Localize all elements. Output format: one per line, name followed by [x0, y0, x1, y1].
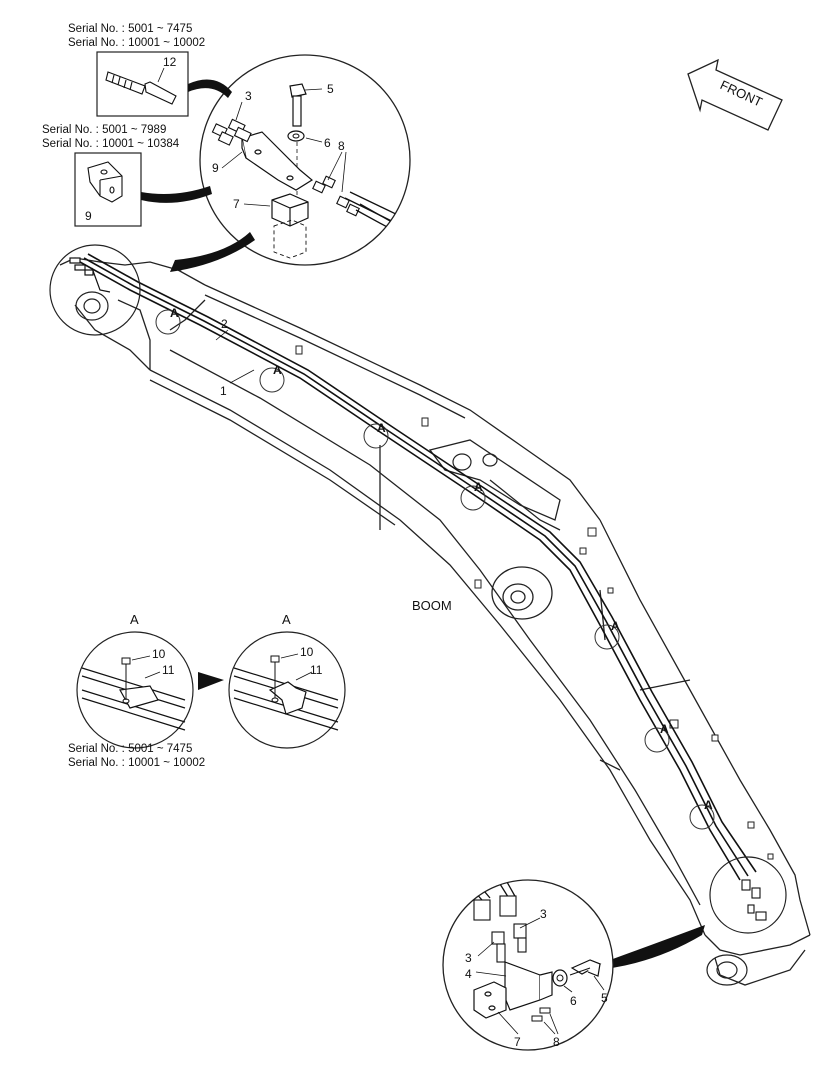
end-fittings-bottom	[741, 879, 767, 921]
part-number-3: 3	[245, 89, 252, 103]
pipe-lines	[79, 253, 757, 881]
lower-detail-parts	[459, 880, 602, 1022]
clamp-arrow-icon	[198, 672, 224, 690]
boom-lugs	[174, 261, 774, 860]
bolt-5	[289, 83, 307, 127]
pipe-leaders	[215, 329, 255, 384]
pointer-9	[141, 186, 212, 203]
part-number-10-b: 10	[300, 645, 314, 659]
serial-clamp-line-1: Serial No. : 5001 ~ 7475	[68, 743, 192, 755]
clamp-detail-2-parts	[233, 653, 339, 731]
part-number-5-b: 5	[601, 991, 608, 1005]
part-number-2: 2	[221, 317, 228, 331]
clamp-circle	[363, 423, 389, 449]
detail-marker: A	[273, 363, 282, 377]
serial-clamp-line-2: Serial No. : 10001 ~ 10002	[68, 757, 205, 769]
end-detail-circle-top	[49, 244, 141, 336]
clamp-circle	[155, 309, 181, 335]
serial-bracket-line-2: Serial No. : 10001 ~ 10384	[42, 138, 180, 150]
upper-detail-parts	[211, 83, 410, 259]
detail-marker: A	[660, 722, 669, 736]
clamp-circle	[689, 804, 715, 830]
detail-pointer-bottom	[610, 925, 705, 968]
part-number-9: 9	[212, 161, 219, 175]
part-number-3-c: 3	[465, 951, 472, 965]
part-box-12	[96, 51, 189, 117]
block-7	[271, 193, 309, 227]
detail-marker: A	[170, 306, 179, 320]
serial-top-line-1: Serial No. : 5001 ~ 7475	[68, 23, 192, 35]
clamp-marker-group	[155, 309, 715, 830]
part-number-6: 6	[324, 136, 331, 150]
part-number-10-a: 10	[152, 647, 166, 661]
detail-marker: A	[474, 480, 483, 494]
part-number-12: 12	[163, 55, 177, 69]
detail-marker: A	[377, 421, 386, 435]
part-number-4: 4	[465, 967, 472, 981]
serial-bracket-line-1: Serial No. : 5001 ~ 7989	[42, 124, 166, 136]
detail-marker: A	[611, 619, 620, 633]
bracket-9-small	[87, 161, 123, 203]
detail-pointer-top	[170, 232, 255, 272]
clamp-markers-text: A A A A A A A	[170, 306, 713, 812]
part-number-7-b: 7	[514, 1035, 521, 1049]
clamp-detail-1-parts	[81, 655, 186, 731]
clamp-detail-a1: A	[130, 612, 139, 627]
clamp-circle	[460, 485, 486, 511]
part-number-8-b: 8	[553, 1035, 560, 1049]
front-arrow-icon: FRONT	[687, 58, 783, 131]
bracket-9	[241, 131, 314, 191]
end-fittings-top	[69, 257, 111, 293]
boom-foot-boss	[75, 291, 748, 986]
fitting-12	[105, 71, 177, 105]
clamp-detail-a2: A	[282, 612, 291, 627]
upper-detail-leaders	[221, 88, 347, 207]
part-number-8: 8	[338, 139, 345, 153]
boom-body	[59, 257, 811, 986]
end-detail-circle-bottom	[709, 856, 787, 934]
block-7-ghost	[273, 219, 307, 259]
boom-center-boss	[491, 566, 553, 620]
clamp-circle	[594, 624, 620, 650]
part-number-9-box: 9	[85, 209, 92, 223]
part-number-11-b: 11	[310, 663, 323, 677]
boom-label: BOOM	[412, 598, 452, 613]
part-number-5: 5	[327, 82, 334, 96]
fittings-3	[211, 118, 252, 146]
part-number-6-b: 6	[570, 994, 577, 1008]
part-number-3-b: 3	[540, 907, 547, 921]
part-number-7: 7	[233, 197, 240, 211]
detail-marker: A	[704, 798, 713, 812]
part-number-11-a: 11	[162, 663, 175, 677]
clamp-circle	[644, 727, 670, 753]
lower-detail-leaders	[475, 917, 605, 1035]
clamp-circle	[259, 367, 285, 393]
serial-top-line-2: Serial No. : 10001 ~ 10002	[68, 37, 205, 49]
part-number-1: 1	[220, 384, 227, 398]
pointer-12	[188, 79, 232, 98]
